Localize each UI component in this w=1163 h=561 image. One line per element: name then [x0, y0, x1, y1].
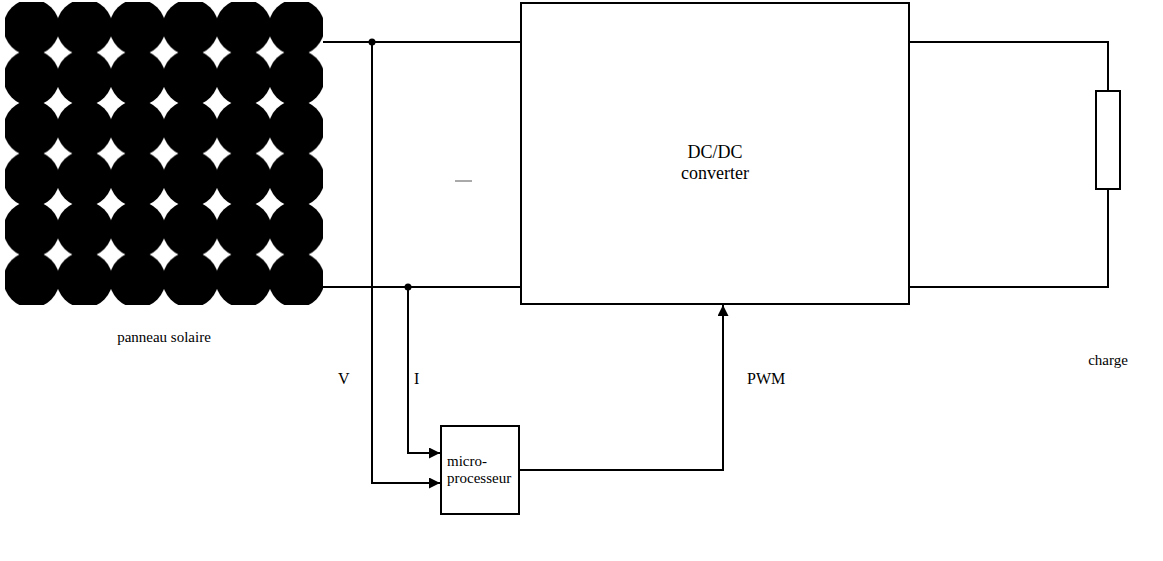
microprocessor-box: micro- processeur	[440, 425, 520, 515]
node-label: panneau solaire	[117, 329, 211, 346]
wire	[910, 42, 1108, 90]
signal-name: PWM	[745, 370, 787, 388]
node-label: micro- processeur	[447, 453, 513, 488]
load-resistor: charge	[1095, 90, 1121, 190]
signal-name: V	[336, 370, 352, 388]
dcdc-converter-box: DC/DC converter	[520, 2, 910, 305]
signal-arrow	[323, 287, 440, 453]
signal-arrow	[323, 42, 440, 483]
signal-arrow	[520, 305, 723, 470]
solar-cells	[5, 2, 323, 305]
wire	[910, 190, 1108, 287]
node-label: DC/DC converter	[660, 142, 770, 183]
solar-panel: panneau solaire	[5, 2, 323, 305]
stray-mark	[455, 181, 472, 182]
signal-name: I	[412, 370, 421, 388]
node-label: charge	[1088, 352, 1128, 369]
